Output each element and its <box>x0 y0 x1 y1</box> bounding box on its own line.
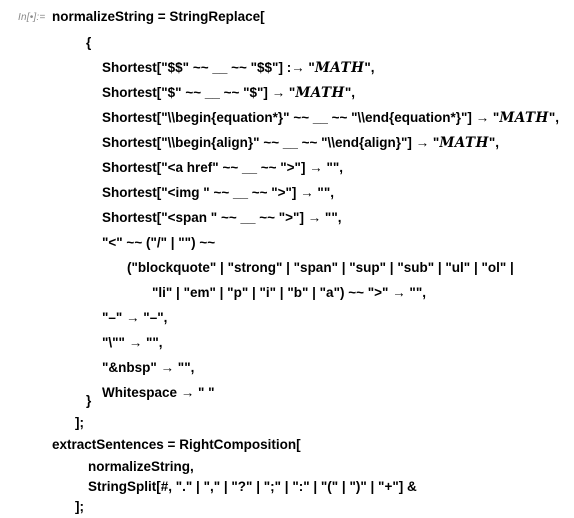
code-line: extractSentences = RightComposition[ <box>52 437 301 452</box>
code-text: Shortest["$$" ~~ __ ~~ "$$"] :→ " <box>102 60 315 75</box>
code-line: Shortest["<img " ~~ __ ~~ ">"] → "", <box>102 185 334 200</box>
input-label: In[•]:= <box>18 12 46 23</box>
code-line: normalizeString = StringReplace[ <box>52 9 265 24</box>
code-text: ", <box>548 110 559 125</box>
code-text: ", <box>488 135 499 150</box>
code-line: Shortest["\\begin{align}" ~~ __ ~~ "\\en… <box>102 134 499 152</box>
code-text: ", <box>344 85 355 100</box>
code-line: ("blockquote" | "strong" | "span" | "sup… <box>127 260 514 275</box>
code-line: "\"" → "", <box>102 335 163 350</box>
code-line: "–" → "–", <box>102 310 168 325</box>
code-text: ", <box>364 60 375 75</box>
math-placeholder: MATH <box>295 85 345 101</box>
code-line: ]; <box>75 415 84 430</box>
code-line: Shortest["$" ~~ __ ~~ "$"] → "MATH", <box>102 84 355 102</box>
code-line: "<" ~~ ("/" | "") ~~ <box>102 235 216 250</box>
code-line: "li" | "em" | "p" | "i" | "b" | "a") ~~ … <box>152 285 426 300</box>
code-line: StringSplit[#, "." | "," | "?" | ";" | "… <box>88 479 417 494</box>
code-text: Shortest["\\begin{align}" ~~ __ ~~ "\\en… <box>102 135 440 150</box>
code-line: Whitespace → " " <box>102 385 215 400</box>
code-line: ]; <box>75 499 84 514</box>
code-text: Shortest["$" ~~ __ ~~ "$"] → " <box>102 85 296 100</box>
code-line: Shortest["$$" ~~ __ ~~ "$$"] :→ "MATH", <box>102 59 374 77</box>
code-line: Shortest["<span " ~~ __ ~~ ">"] → "", <box>102 210 342 225</box>
code-text: Shortest["\\begin{equation*}" ~~ __ ~~ "… <box>102 110 500 125</box>
code-line: normalizeString, <box>88 459 194 474</box>
math-placeholder: MATH <box>314 60 365 76</box>
code-line: Shortest["<a href" ~~ __ ~~ ">"] → "", <box>102 160 343 175</box>
code-line: { <box>86 35 92 50</box>
code-line: } <box>86 393 92 408</box>
math-placeholder: MATH <box>499 110 549 126</box>
code-line: Shortest["\\begin{equation*}" ~~ __ ~~ "… <box>102 109 559 127</box>
code-line: "&nbsp" → "", <box>102 360 195 375</box>
math-placeholder: MATH <box>439 135 489 151</box>
